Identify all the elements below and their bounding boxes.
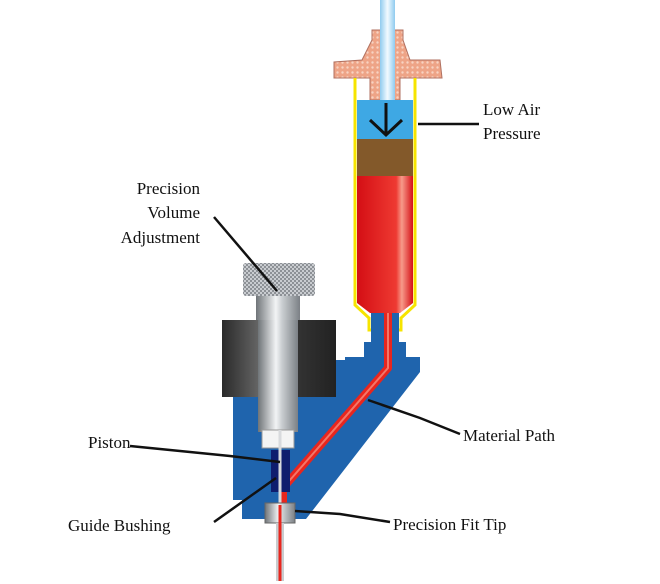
plunger	[357, 139, 413, 176]
label-precision-volume-3: Adjustment	[121, 228, 201, 247]
air-tube	[380, 0, 395, 102]
arrow-down-icon	[368, 103, 404, 138]
leader-lines	[129, 122, 479, 524]
lock-nut	[261, 429, 295, 449]
label-precision-volume-1: Precision	[137, 179, 201, 198]
label-precision-volume-2: Volume	[147, 203, 200, 222]
label-low-air-pressure-2: Pressure	[483, 124, 541, 143]
adjustment-knob	[243, 263, 315, 296]
volume-adjustment-assembly	[222, 263, 336, 581]
syringe-material	[357, 176, 413, 313]
label-precision-fit-tip: Precision Fit Tip	[393, 515, 506, 534]
label-material-path: Material Path	[463, 426, 556, 445]
label-piston: Piston	[88, 433, 131, 452]
label-guide-bushing: Guide Bushing	[68, 516, 171, 535]
syringe	[333, 0, 443, 358]
label-low-air-pressure-1: Low Air	[483, 100, 540, 119]
